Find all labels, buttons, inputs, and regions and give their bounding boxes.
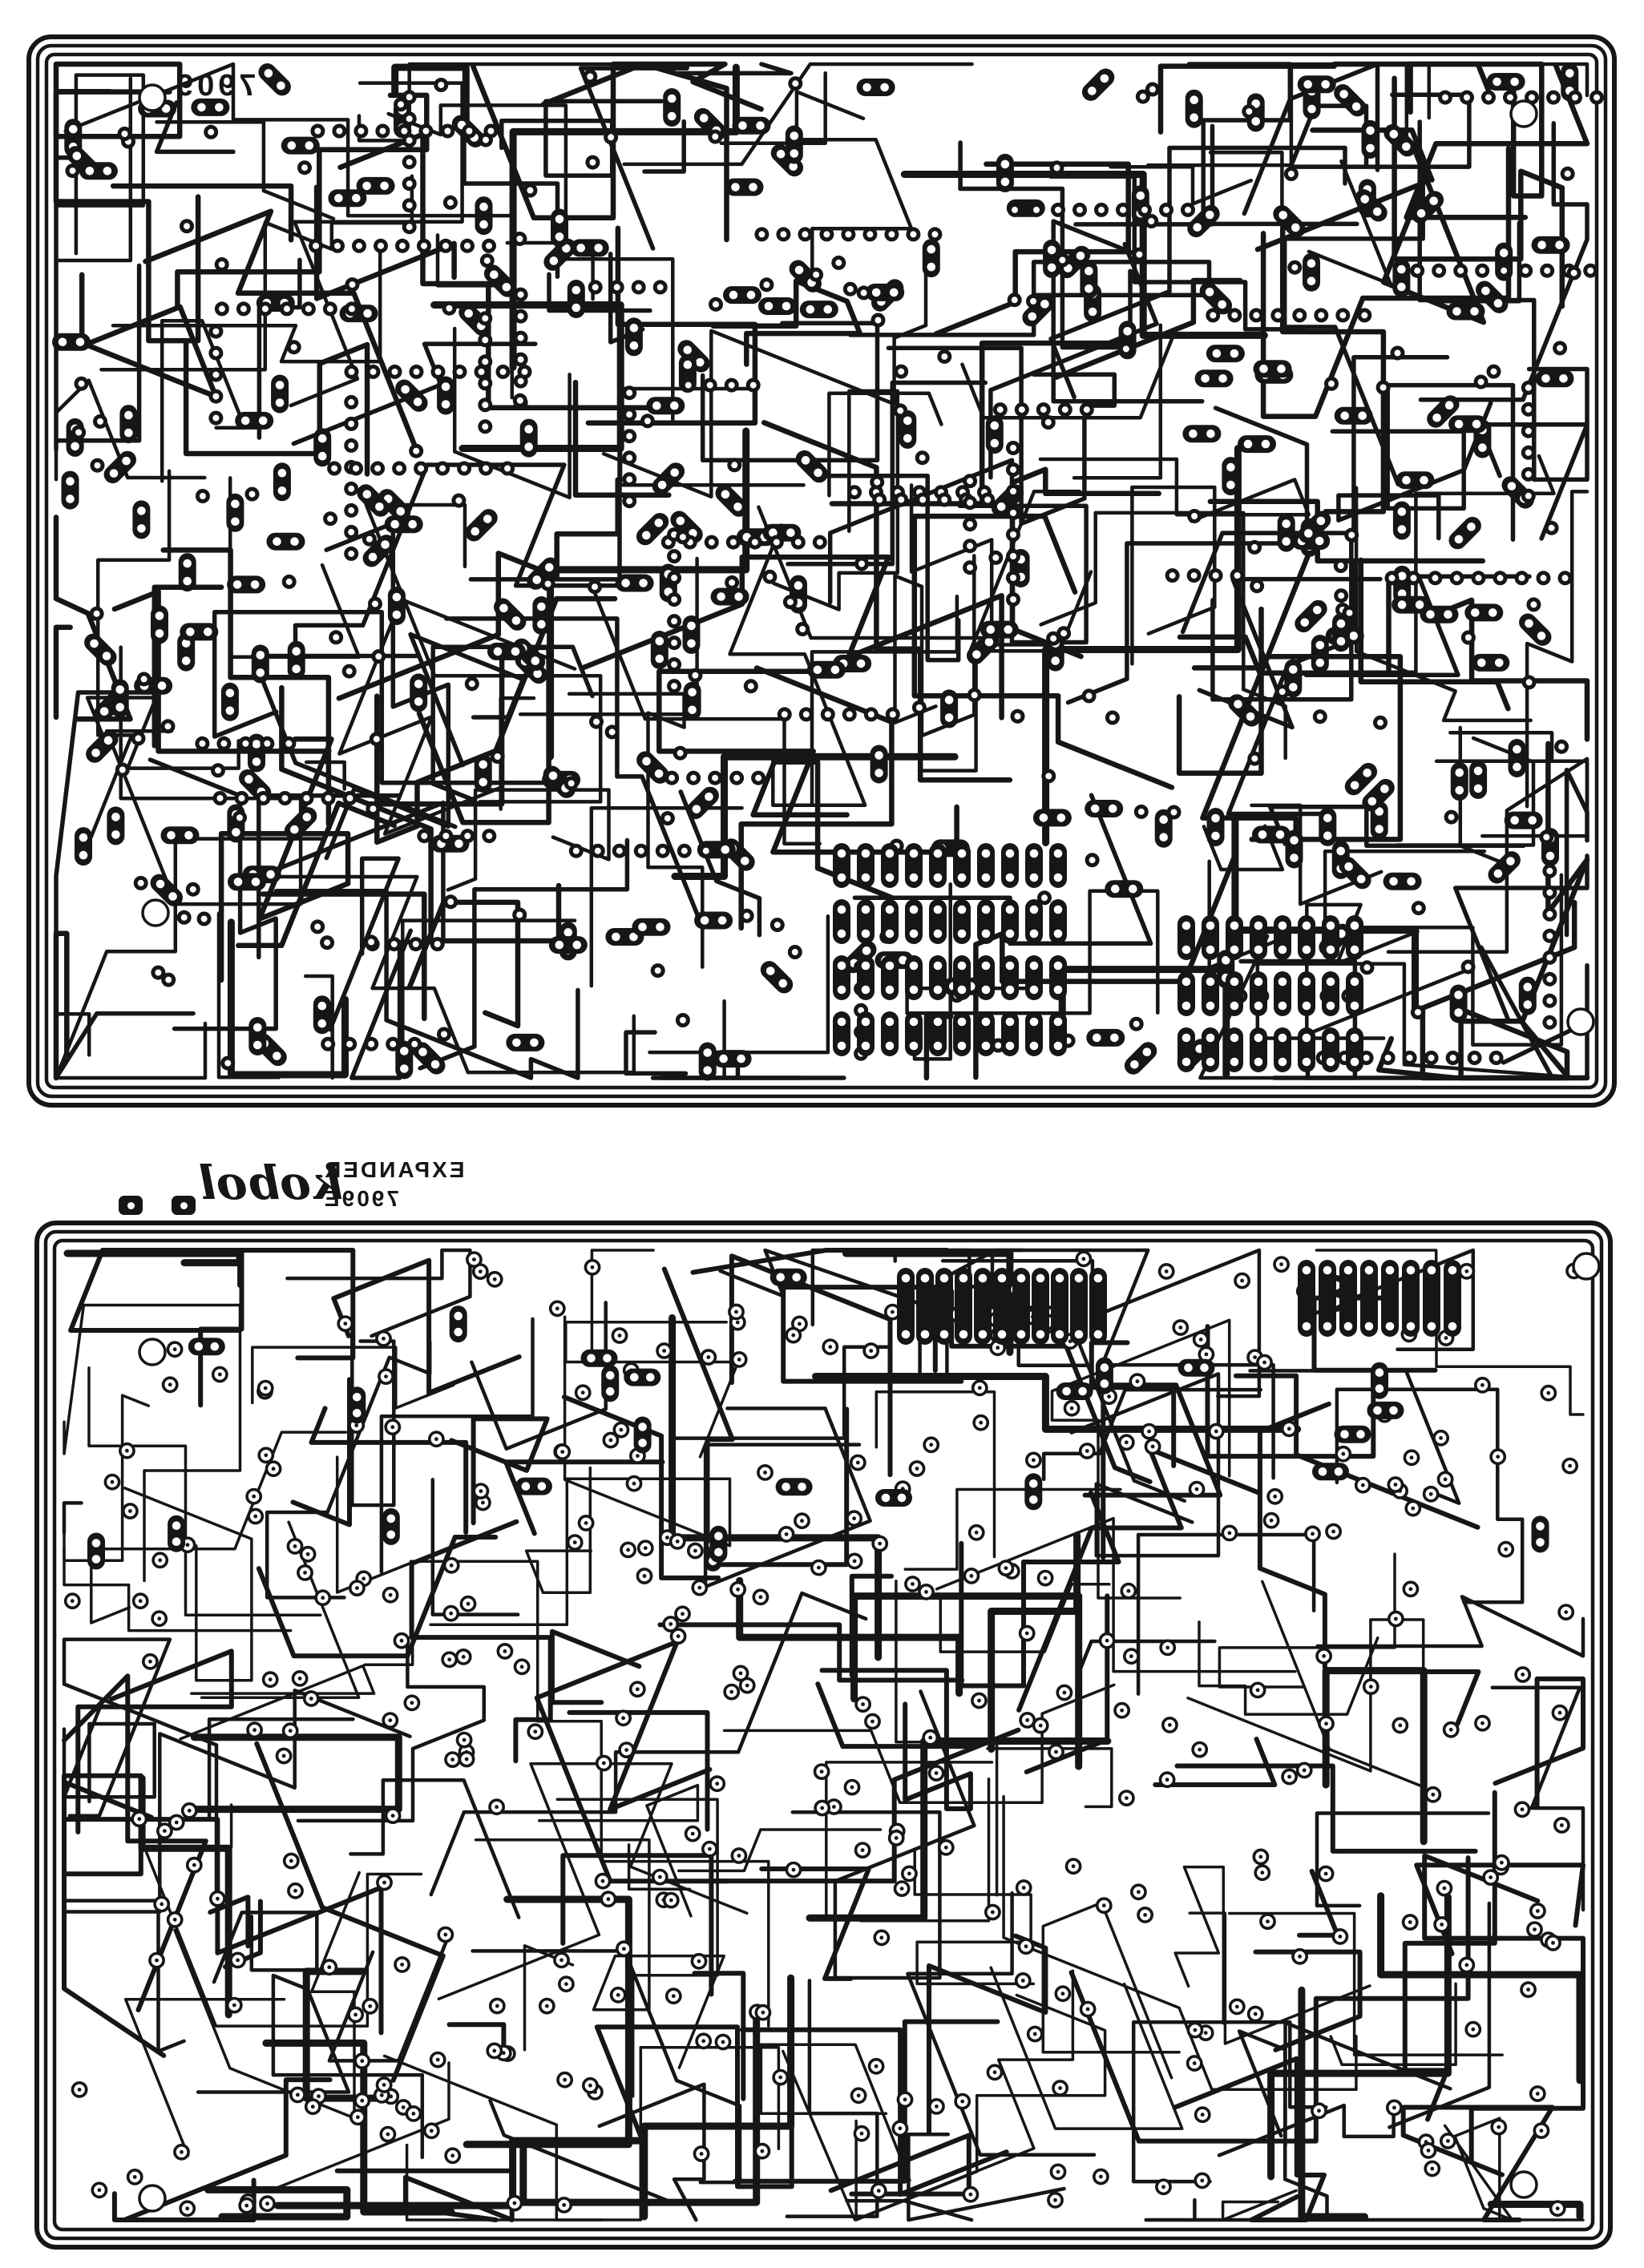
expander-label: EXPANDER <box>322 1157 465 1182</box>
bottom-board-copper-layer <box>34 1221 1613 2250</box>
top-board-copper-layer <box>26 34 1617 1108</box>
top-board-part-number-label: 7909 <box>172 69 256 103</box>
brand-logo-label: kobol <box>199 1156 344 1210</box>
silkscreen-pad <box>172 1196 196 1215</box>
silkscreen-pad <box>119 1196 143 1215</box>
